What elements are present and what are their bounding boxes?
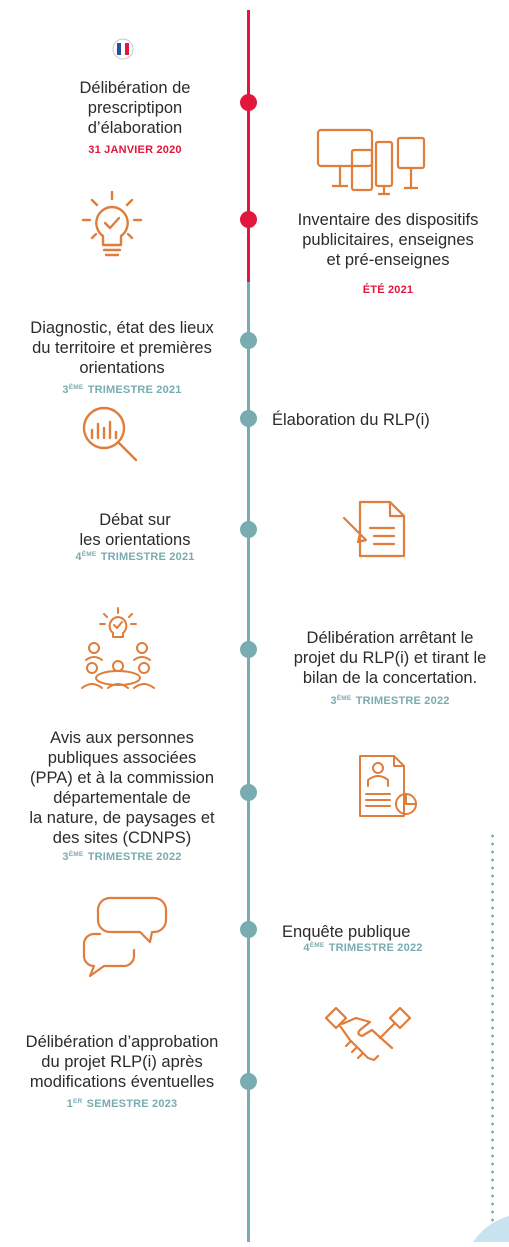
milestone-date: 4ÈME TRIMESTRE 2021 [75, 551, 195, 563]
timeline-dot [240, 410, 257, 427]
milestone-date: ÉTÉ 2021 [362, 284, 414, 296]
timeline-axis-teal [247, 282, 250, 1242]
milestone-date: 3ÈME TRIMESTRE 2021 [62, 384, 182, 396]
milestone-date: 4ÈME TRIMESTRE 2022 [303, 942, 423, 954]
decorative-corner-shape [471, 1216, 509, 1242]
document-pen-icon [340, 498, 412, 560]
timeline-axis-red [247, 10, 250, 300]
milestone-date: 31 JANVIER 2020 [88, 144, 182, 156]
chart-magnifier-icon [80, 404, 142, 466]
milestone-date: 3ÈME TRIMESTRE 2022 [62, 851, 182, 863]
milestone-title-enquete: Enquête publique [282, 923, 411, 941]
milestone-date: 1ER SEMESTRE 2023 [66, 1098, 178, 1110]
decorative-dotted-line [491, 832, 494, 1224]
meeting-idea-icon [80, 606, 156, 692]
report-chart-icon [356, 752, 420, 824]
timeline-dot [240, 94, 257, 111]
milestone-date: 3ÈME TRIMESTRE 2022 [330, 695, 450, 707]
french-flag-icon [112, 38, 134, 60]
timeline-dot [240, 332, 257, 349]
chat-bubbles-icon [80, 894, 170, 978]
timeline-dot [240, 784, 257, 801]
timeline-dot [240, 1073, 257, 1090]
screens-icon [300, 124, 430, 200]
timeline-dot [240, 921, 257, 938]
handshake-icon [322, 1004, 414, 1072]
timeline-dot [240, 521, 257, 538]
lightbulb-check-icon [80, 190, 144, 264]
timeline-dot [240, 641, 257, 658]
timeline-dot [240, 211, 257, 228]
milestone-title-elaboration: Élaboration du RLP(i) [272, 411, 430, 429]
